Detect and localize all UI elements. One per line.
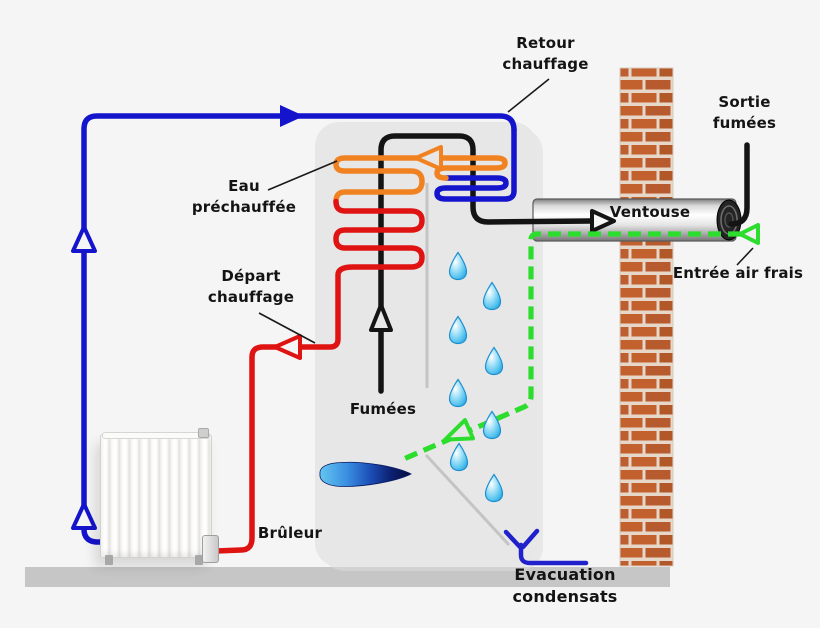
radiator-air-vent <box>198 428 209 438</box>
radiator-valve <box>202 535 219 563</box>
fresh-air-diag-arrow-icon <box>443 418 475 442</box>
droplet-icon <box>484 346 504 376</box>
droplet-icon <box>448 378 468 408</box>
heating-flow-pipe <box>213 198 425 554</box>
radiator-foot <box>195 555 203 565</box>
droplet-icon <box>482 410 502 440</box>
flue-pipe <box>369 133 616 394</box>
label-preheated-water: Eau préchauffée <box>191 177 297 216</box>
heating-flow-left-arrow-icon <box>273 334 302 360</box>
pointer-eau <box>267 160 338 191</box>
label-burner: Brûleur <box>257 524 323 542</box>
flue-up-arrow-icon <box>369 303 393 332</box>
radiator-top-edge <box>102 432 210 439</box>
condensate-droplets <box>448 251 504 503</box>
brick-wall <box>619 67 674 567</box>
ventouse-tube <box>532 198 742 242</box>
heating-return-pipe <box>71 105 517 545</box>
preheated-left-arrow-icon <box>414 145 443 171</box>
label-fresh-air-inlet: Entrée air frais <box>672 264 804 282</box>
droplet-icon <box>484 473 504 503</box>
droplet-icon <box>448 315 468 345</box>
radiator-foot <box>105 555 113 565</box>
label-condensate-drain: Evacuation condensats <box>512 565 618 607</box>
flue-outlet-pipe <box>728 142 750 227</box>
floor <box>25 567 670 587</box>
label-heating-return: Retour chauffage <box>502 34 589 73</box>
condensate-runoff-line <box>424 453 511 547</box>
flue-right-arrow-icon <box>590 209 616 233</box>
droplet-icon <box>482 281 502 311</box>
pointer-entree <box>736 247 754 266</box>
return-right-arrow-icon <box>280 105 304 127</box>
pointer-retour <box>507 78 550 113</box>
coil-return-section <box>434 127 517 202</box>
coil-preheated-section <box>333 145 508 205</box>
burner-flame <box>319 461 412 487</box>
pointer-depart <box>258 312 316 344</box>
condensate-drain-pipe <box>503 528 589 566</box>
label-flue-outlet: Sortie fumées <box>712 93 777 132</box>
label-heating-flow: Départ chauffage <box>207 267 295 306</box>
droplet-icon <box>448 251 468 281</box>
droplet-icon <box>449 442 469 472</box>
label-flue-gases: Fumées <box>349 400 417 418</box>
label-flue-terminal: Ventouse <box>609 203 691 221</box>
return-up-arrow-icon <box>71 225 97 253</box>
return-up-arrow2-icon <box>71 502 97 530</box>
fresh-air-line <box>397 223 760 464</box>
radiator <box>100 428 219 565</box>
fresh-air-left-arrow-icon <box>738 223 760 245</box>
